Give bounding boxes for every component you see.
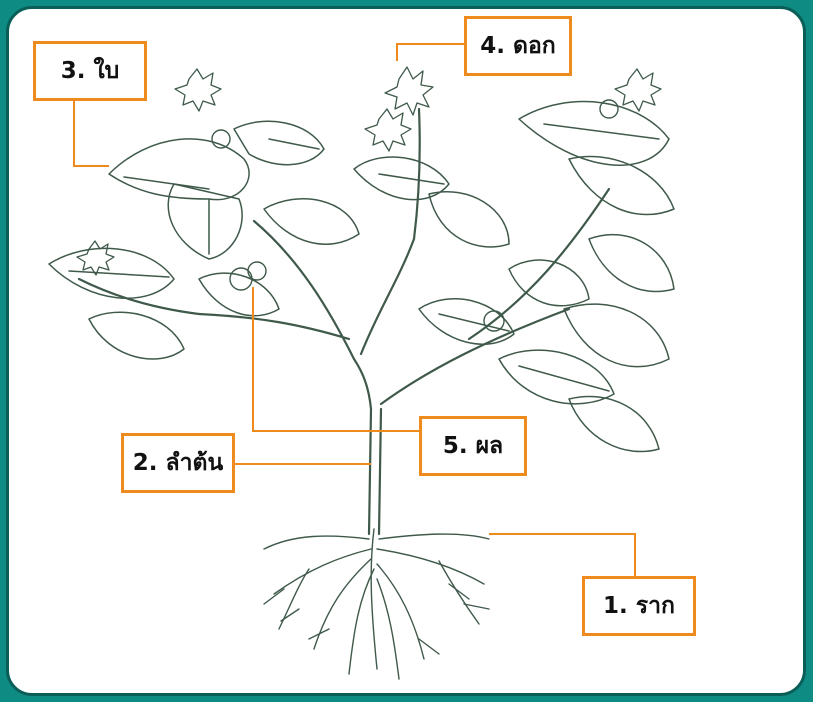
roots-drawing xyxy=(264,529,489,679)
flowers-drawing xyxy=(77,67,661,275)
leader-line-flower xyxy=(397,44,464,61)
leader-line-fruit xyxy=(253,287,419,431)
leader-line-root xyxy=(489,534,635,576)
label-leaf: 3. ใบ xyxy=(33,41,147,101)
label-fruit: 5. ผล xyxy=(419,416,527,476)
label-stem: 2. ลำต้น xyxy=(121,433,235,493)
leaves-drawing xyxy=(49,102,674,452)
leader-lines xyxy=(74,44,635,576)
leader-line-leaf xyxy=(74,101,109,166)
diagram-frame: 3. ใบ 4. ดอก 5. ผล 2. ลำต้น 1. ราก xyxy=(6,6,806,696)
label-flower: 4. ดอก xyxy=(464,16,572,76)
label-root: 1. ราก xyxy=(582,576,696,636)
